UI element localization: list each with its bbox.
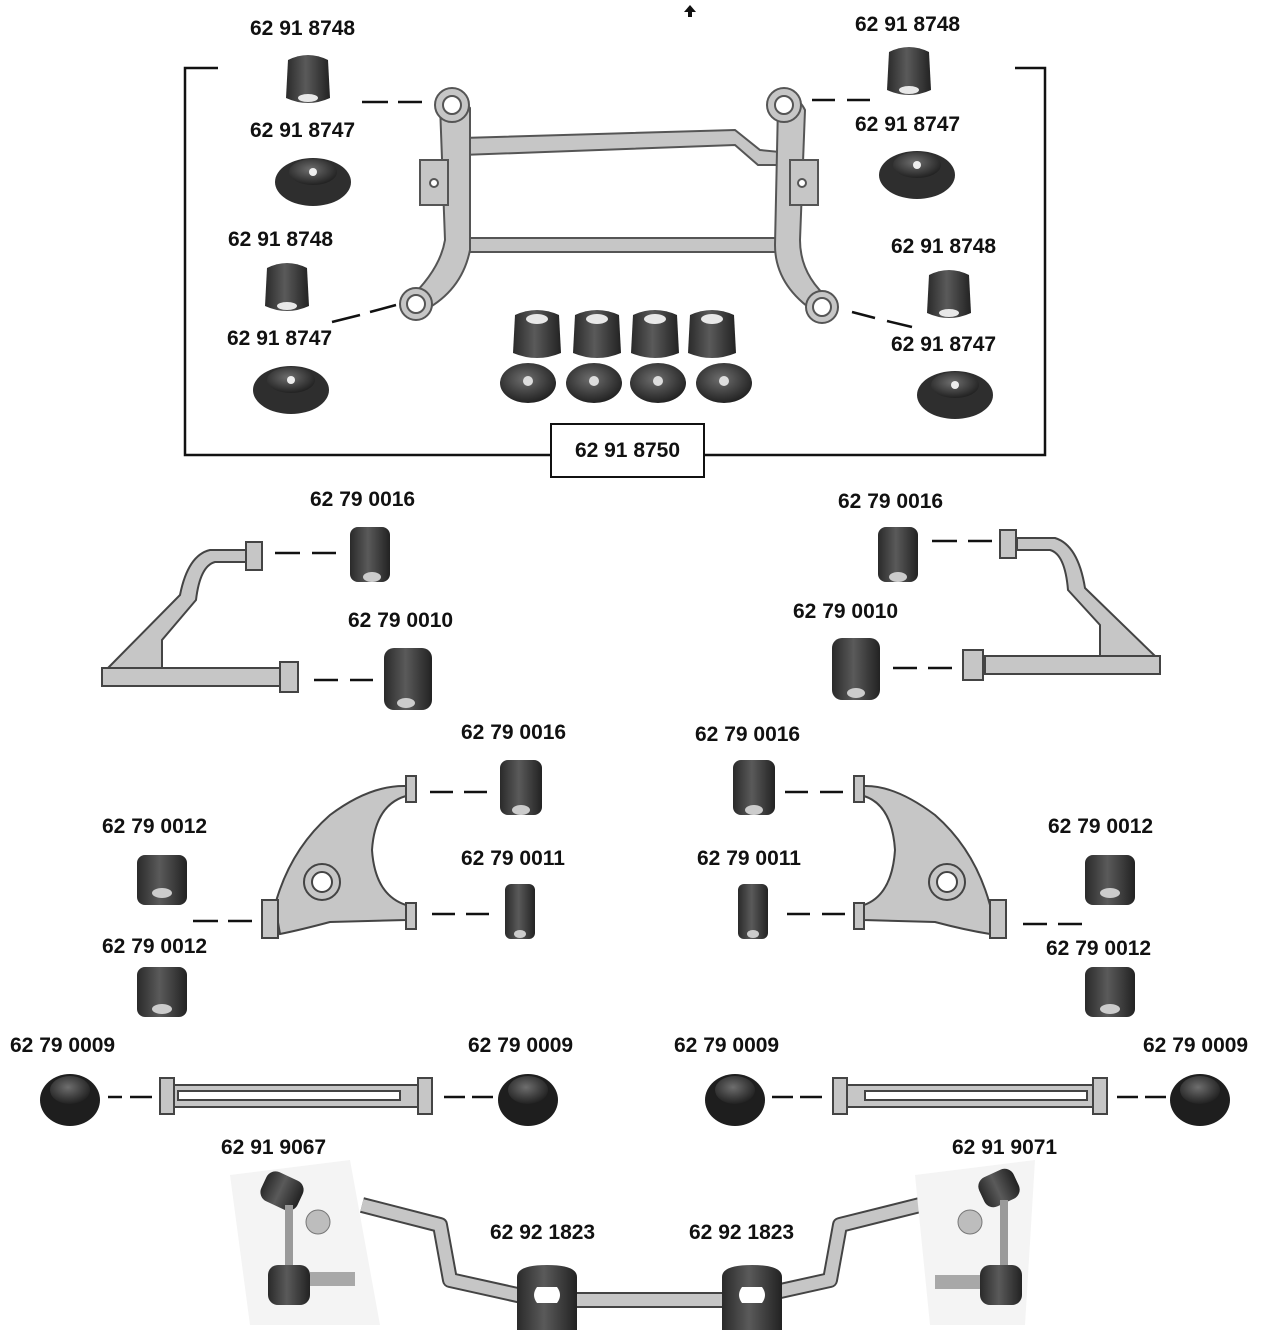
- frame-washers: [253, 151, 993, 419]
- arrow-icon: [684, 5, 696, 17]
- rod-right: [832, 1077, 1108, 1115]
- label-link-left: 62 91 9067: [221, 1136, 327, 1159]
- label-upper-right-a: 62 79 0016: [838, 490, 944, 513]
- arm-bushings-upper-left: [350, 527, 432, 710]
- label-rod-left-a: 62 79 0009: [10, 1034, 116, 1057]
- label-frame-top-right: 62 91 8748: [855, 13, 961, 36]
- label-lower-right-a: 62 79 0016: [695, 723, 801, 746]
- kit-bracket: [183, 66, 1047, 457]
- label-sway-left: 62 92 1823: [490, 1221, 596, 1244]
- label-frame-top-left: 62 91 8748: [250, 17, 356, 40]
- label-lower-left-a: 62 79 0016: [461, 721, 567, 744]
- lower-arm-left: [261, 775, 417, 939]
- leader-lines: [331, 98, 913, 329]
- label-rod-right-a: 62 79 0009: [674, 1034, 780, 1057]
- arm-bushings-upper-right: [832, 527, 918, 700]
- kit-label-box: 62 91 8750: [550, 423, 705, 478]
- label-frame-bottom-right: 62 91 8748: [891, 235, 997, 258]
- label-lower-right-d: 62 79 0012: [1046, 937, 1152, 960]
- upper-arm-right: [962, 529, 1161, 681]
- label-lower-right-c: 62 79 0012: [1048, 815, 1154, 838]
- stabilizer-link-right: [915, 1160, 1035, 1325]
- label-lower-left-b: 62 79 0011: [461, 847, 565, 870]
- lower-arm-right: [853, 775, 1007, 939]
- label-frame-bottom-left: 62 91 8748: [228, 228, 334, 251]
- label-rod-right-b: 62 79 0009: [1143, 1034, 1249, 1057]
- label-frame-bottom-right-2: 62 91 8747: [891, 333, 997, 356]
- subframe: [399, 87, 839, 324]
- label-rod-left-b: 62 79 0009: [468, 1034, 574, 1057]
- rod-bushings: [40, 1074, 1230, 1126]
- label-lower-left-c: 62 79 0012: [102, 815, 208, 838]
- upper-arm-left: [101, 541, 299, 693]
- frame-bushings: [265, 47, 971, 358]
- label-lower-left-d: 62 79 0012: [102, 935, 208, 958]
- label-lower-right-b: 62 79 0011: [697, 847, 801, 870]
- label-upper-left-b: 62 79 0010: [348, 609, 454, 632]
- label-frame-top-right-2: 62 91 8747: [855, 113, 961, 136]
- label-sway-right: 62 92 1823: [689, 1221, 795, 1244]
- arm-bushings-lower-left: [137, 760, 542, 1017]
- stabilizer-link-left: [230, 1160, 380, 1325]
- sway-bushings: [517, 1265, 782, 1330]
- label-link-right: 62 91 9071: [952, 1136, 1058, 1159]
- label-upper-left-a: 62 79 0016: [310, 488, 416, 511]
- label-frame-bottom-left-2: 62 91 8747: [227, 327, 333, 350]
- label-upper-right-b: 62 79 0010: [793, 600, 899, 623]
- label-frame-top-left-2: 62 91 8747: [250, 119, 356, 142]
- rod-left: [159, 1077, 433, 1115]
- arm-bushings-lower-right: [733, 760, 1135, 1017]
